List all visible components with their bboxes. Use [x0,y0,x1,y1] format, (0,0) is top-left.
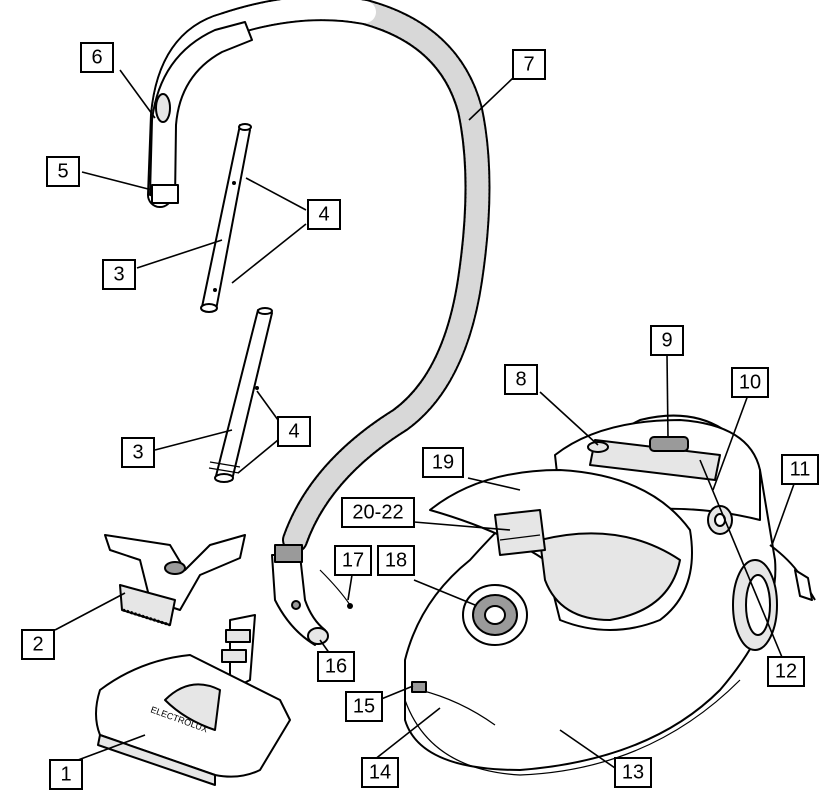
svg-text:11: 11 [790,459,811,481]
svg-text:6: 6 [91,47,102,69]
label-16: 16 [317,651,355,682]
svg-text:5: 5 [57,161,68,183]
label-2: 2 [21,629,55,660]
label-4-lower: 4 [277,416,311,447]
label-15: 15 [345,691,383,722]
svg-text:9: 9 [661,330,672,352]
suction-control-slider [155,93,171,123]
svg-text:7: 7 [523,54,534,76]
label-9: 9 [650,325,684,356]
svg-text:4: 4 [288,421,299,443]
label-6: 6 [80,42,114,73]
leader-lines [54,69,795,769]
label-4-upper: 4 [307,199,341,230]
label-1: 1 [49,759,83,790]
svg-text:19: 19 [432,452,454,474]
svg-text:10: 10 [739,372,761,394]
svg-text:17: 17 [342,550,364,572]
label-3-upper: 3 [102,259,136,290]
canister-body [404,414,816,776]
svg-text:18: 18 [385,550,407,572]
callout-labels: 6 5 4 3 4 3 7 9 [21,42,819,790]
svg-text:3: 3 [113,264,124,286]
label-17: 17 [334,545,372,576]
label-11: 11 [781,454,819,485]
svg-text:2: 2 [32,634,43,656]
label-20-22: 20-22 [341,497,415,528]
label-8: 8 [504,364,538,395]
label-5: 5 [46,156,80,187]
svg-text:4: 4 [318,204,329,226]
wand-tube-lower [208,307,273,483]
wand-tube-upper [200,123,252,313]
label-14: 14 [361,757,399,788]
svg-text:15: 15 [353,696,375,718]
svg-text:3: 3 [132,442,143,464]
upholstery-nozzle [104,534,246,627]
power-nozzle: ELECTROLUX [95,614,291,786]
svg-text:12: 12 [775,661,797,683]
label-3-lower: 3 [121,437,155,468]
label-10: 10 [731,367,769,398]
label-18: 18 [377,545,415,576]
svg-text:20-22: 20-22 [352,502,403,524]
svg-text:16: 16 [325,656,347,678]
svg-text:8: 8 [515,369,526,391]
cord-rewind-button [649,436,689,452]
label-12: 12 [767,656,805,687]
svg-text:14: 14 [369,762,391,784]
label-19: 19 [422,447,464,478]
label-13: 13 [614,757,652,788]
hose-wire [319,569,351,606]
label-7: 7 [512,49,546,80]
svg-text:13: 13 [622,762,644,784]
on-off-switch [587,441,609,453]
hose [147,0,491,646]
svg-text:1: 1 [60,764,71,786]
